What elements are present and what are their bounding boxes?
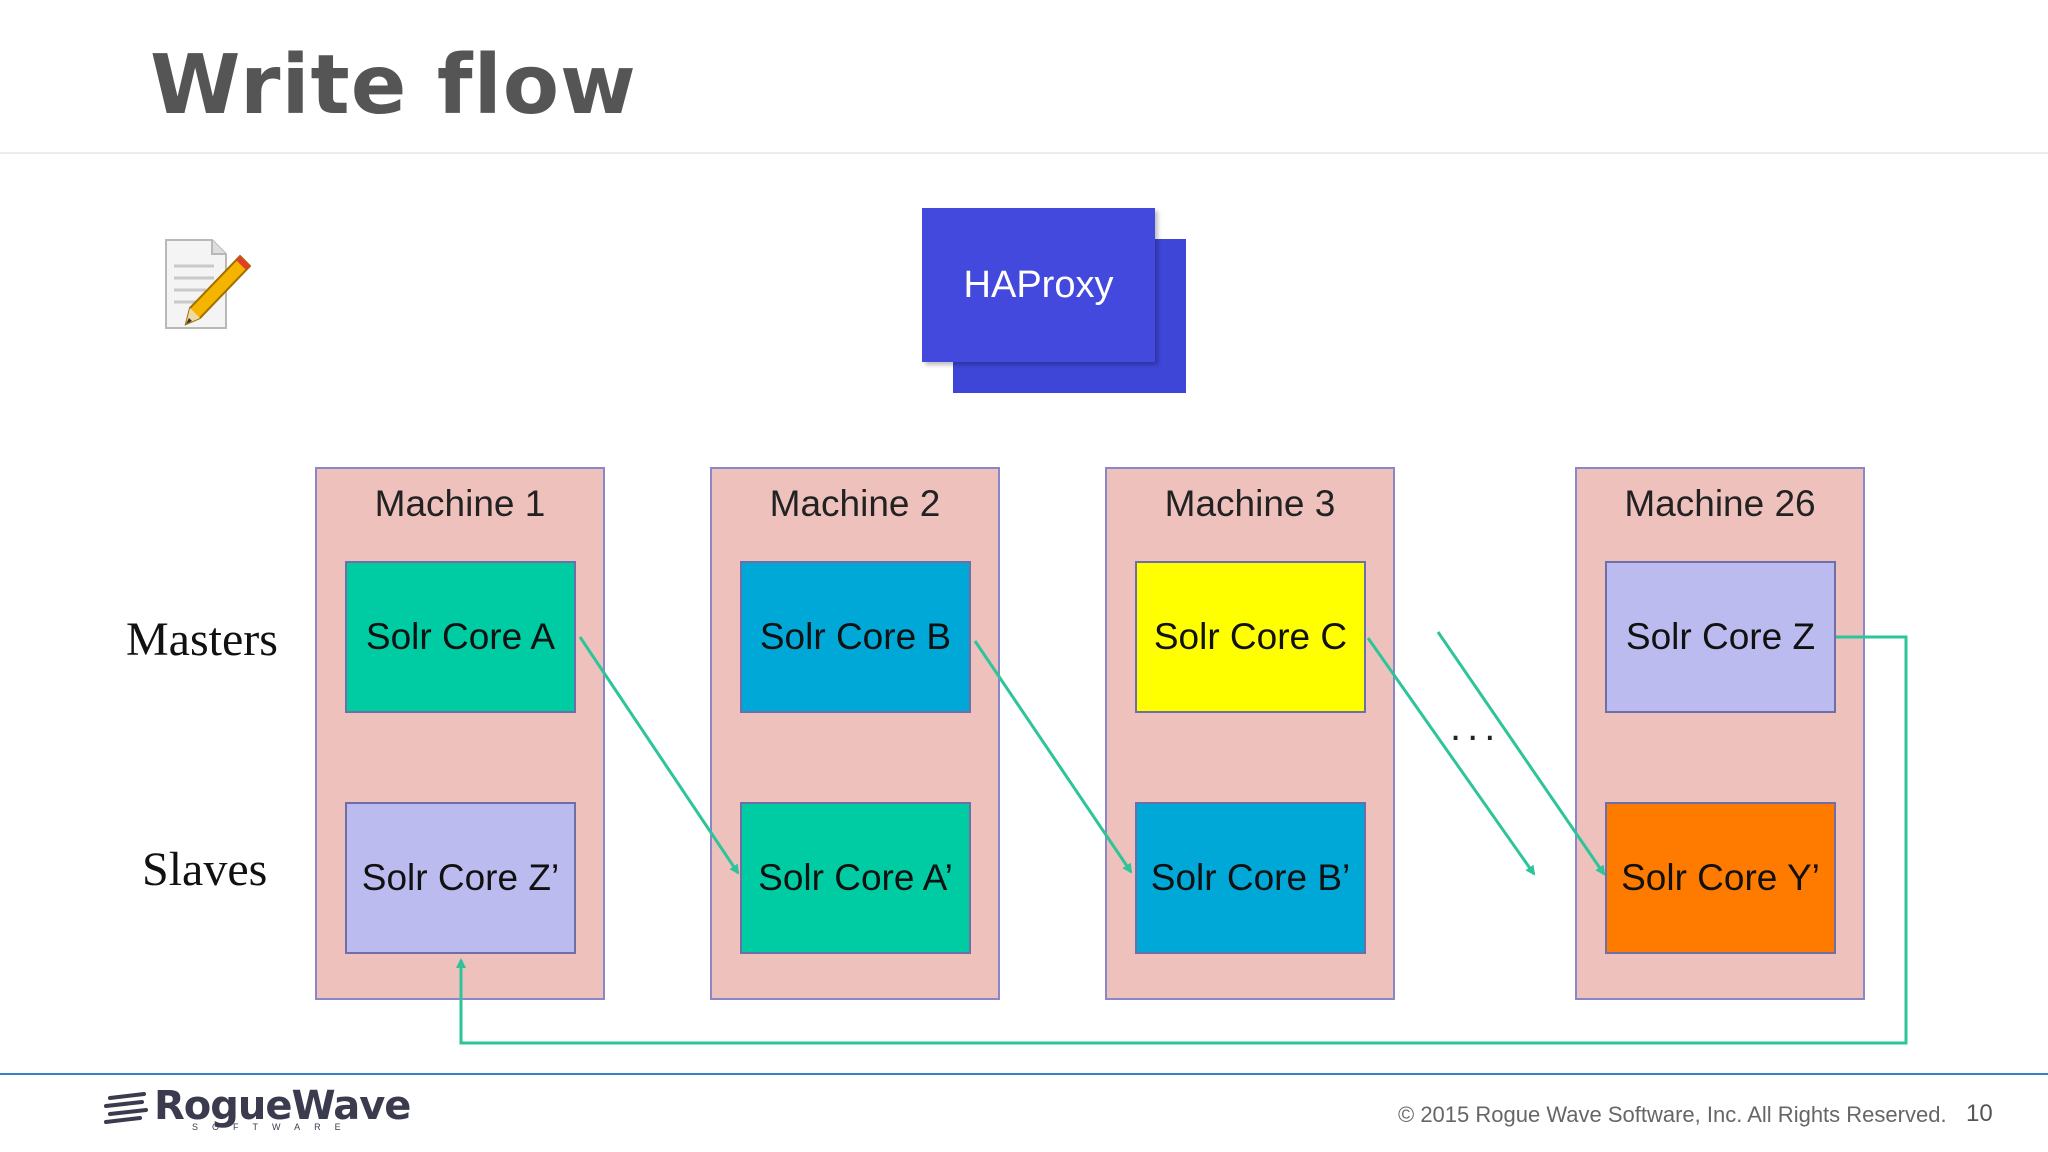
footer-divider xyxy=(0,1073,2048,1075)
core-label: Solr Core Z xyxy=(1625,616,1816,657)
solr-core-b: Solr Core B xyxy=(740,561,971,713)
solr-core-y-replica: Solr Core Y’ xyxy=(1605,802,1836,954)
machine-2: Machine 2 Solr Core B Solr Core A’ xyxy=(710,467,1000,1000)
machine-26: Machine 26 Solr Core Z Solr Core Y’ xyxy=(1575,467,1865,1000)
solr-core-z: Solr Core Z xyxy=(1605,561,1836,713)
core-label: Solr Core C xyxy=(1153,616,1348,657)
logo-wordmark: RogueWave xyxy=(154,1083,411,1129)
core-label: Solr Core A xyxy=(365,616,556,657)
slide-title: Write flow xyxy=(150,38,637,133)
solr-core-a-replica: Solr Core A’ xyxy=(740,802,971,954)
row-label-masters: Masters xyxy=(126,613,278,666)
roguewave-logo-icon xyxy=(104,1092,148,1124)
core-label: Solr Core A’ xyxy=(758,857,953,898)
copyright-notice: © 2015 Rogue Wave Software, Inc. All Rig… xyxy=(1398,1102,1947,1127)
title-divider xyxy=(0,152,2048,154)
page-number: 10 xyxy=(1966,1100,1993,1127)
machine-label: Machine 3 xyxy=(1164,483,1336,524)
machine-1: Machine 1 Solr Core A Solr Core Z’ xyxy=(315,467,605,1000)
solr-core-z-replica: Solr Core Z’ xyxy=(345,802,576,954)
machine-3: Machine 3 Solr Core C Solr Core B’ xyxy=(1105,467,1395,1000)
core-label: Solr Core B’ xyxy=(1150,857,1351,898)
machine-label: Machine 2 xyxy=(769,483,941,524)
solr-core-b-replica: Solr Core B’ xyxy=(1135,802,1366,954)
roguewave-logo: RogueWave SOFTWARE xyxy=(104,1083,411,1134)
haproxy-label: HAProxy xyxy=(963,263,1114,306)
core-label: Solr Core B xyxy=(759,616,952,657)
logo-subtitle: SOFTWARE xyxy=(192,1122,355,1132)
machine-label: Machine 26 xyxy=(1624,483,1816,524)
more-machines-ellipsis: ... xyxy=(1450,705,1502,749)
haproxy-box: HAProxy xyxy=(922,208,1155,362)
solr-core-c: Solr Core C xyxy=(1135,561,1366,713)
row-label-slaves: Slaves xyxy=(142,843,268,896)
core-label: Solr Core Z’ xyxy=(361,857,560,898)
solr-core-a: Solr Core A xyxy=(345,561,576,713)
machine-label: Machine 1 xyxy=(374,483,546,524)
core-label: Solr Core Y’ xyxy=(1621,857,1820,898)
edit-document-icon xyxy=(165,239,252,329)
